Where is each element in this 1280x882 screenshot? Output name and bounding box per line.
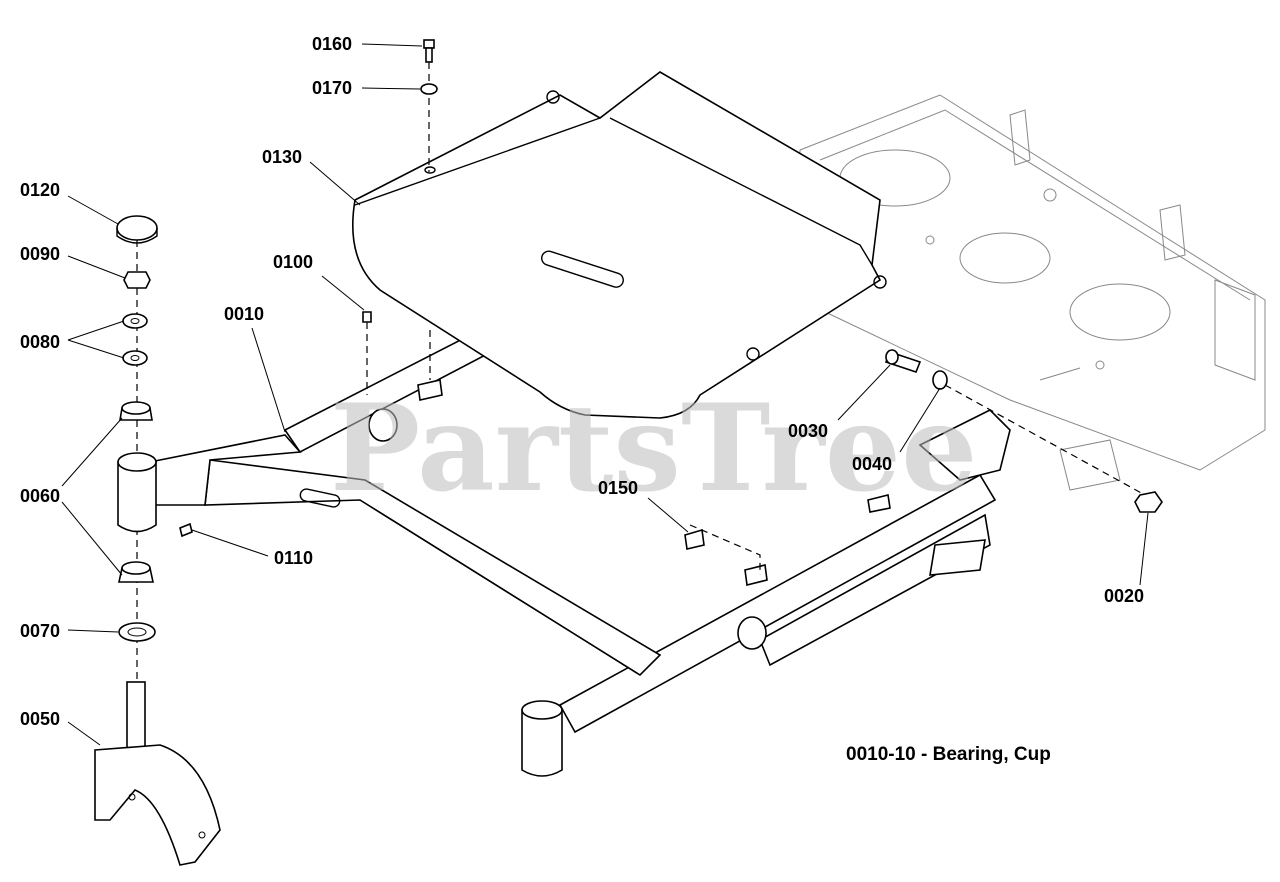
callout-0150: 0150 xyxy=(598,478,638,498)
callout-0020: 0020 xyxy=(1104,586,1144,606)
callout-0060: 0060 xyxy=(20,486,60,506)
main-frame xyxy=(149,328,1011,777)
callout-0040: 0040 xyxy=(852,454,892,474)
callout-0050: 0050 xyxy=(20,709,60,729)
callout-0080: 0080 xyxy=(20,332,60,352)
callout-0110: 0110 xyxy=(274,548,313,568)
leader-lines xyxy=(61,43,1149,746)
caster-stack xyxy=(94,215,221,866)
fasteners xyxy=(362,39,1163,575)
callout-0010: 0010 xyxy=(224,304,264,324)
seat-pan-cover xyxy=(352,71,887,419)
callout-0130: 0130 xyxy=(262,147,302,167)
callout-0030: 0030 xyxy=(788,421,828,441)
callout-0070: 0070 xyxy=(20,621,60,641)
watermark: PartsTree xyxy=(330,378,977,519)
callout-labels: 0160 0170 0130 0120 0090 0100 0010 0080 … xyxy=(20,34,1144,729)
callout-0160: 0160 xyxy=(312,34,352,54)
callout-0170: 0170 xyxy=(312,78,352,98)
callout-0090: 0090 xyxy=(20,244,60,264)
callout-0120: 0120 xyxy=(20,180,60,200)
diagram-note: 0010-10 - Bearing, Cup xyxy=(846,744,1051,765)
chassis-deck xyxy=(799,94,1266,491)
callout-0100: 0100 xyxy=(273,252,313,272)
